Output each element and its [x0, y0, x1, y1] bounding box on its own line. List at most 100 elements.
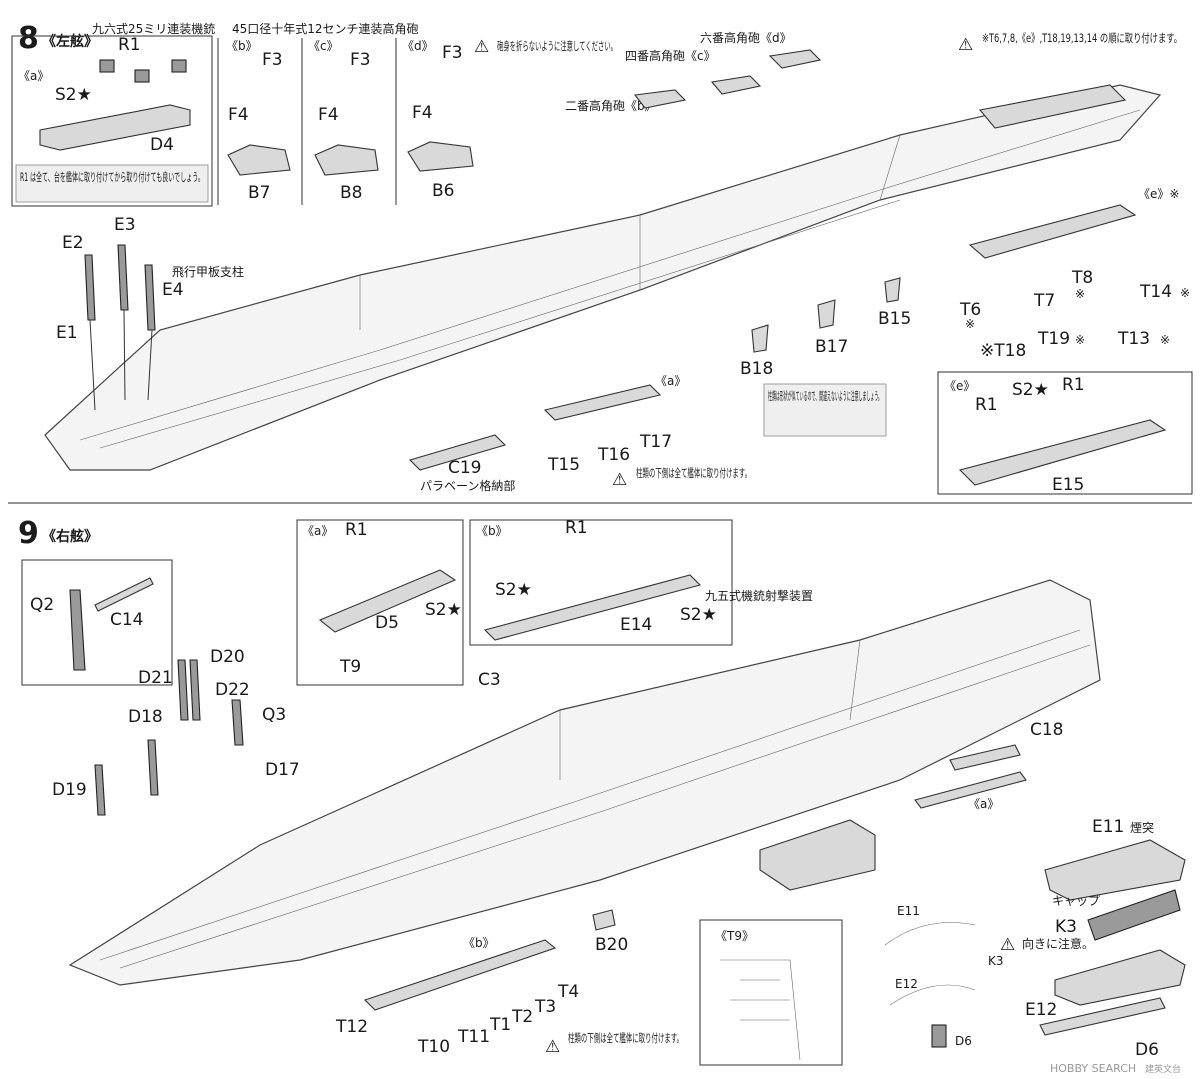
sub-e: 《e》: [944, 379, 975, 393]
mark: ※: [1075, 333, 1085, 347]
mark: ※: [1075, 287, 1085, 301]
sub-d: 《d》: [402, 39, 434, 53]
part-D6-small: D6: [955, 1034, 972, 1048]
sub-a: 《a》: [302, 524, 333, 538]
part-S2: S2★: [680, 605, 717, 625]
funnel-arc: [884, 922, 976, 946]
direction-note: 向きに注意。: [1022, 936, 1094, 951]
note-barrel: 砲身を折らないように注意してください。: [497, 39, 617, 53]
r1-shape: [134, 69, 150, 83]
part-T7: T7: [1033, 291, 1055, 311]
panel-t9: [699, 919, 843, 1066]
part-T16: T16: [597, 445, 630, 465]
note-pillar-bottom: 柱類の下側は全て艦体に取り付けます。: [636, 466, 751, 480]
part-Q2: Q2: [30, 595, 54, 615]
mast-shape: [94, 764, 106, 816]
part-C3: C3: [478, 670, 501, 690]
part-F4: F4: [228, 105, 249, 125]
part-T1: T1: [489, 1015, 511, 1035]
part-S2: S2★: [425, 600, 462, 620]
part-T6: T6: [959, 300, 981, 320]
side-label: 《左舷》: [42, 33, 98, 50]
note-pillar-bottom: 柱類の下側は全て艦体に取り付けます。: [568, 1031, 683, 1045]
mast-shape: [177, 659, 189, 721]
part-D20: D20: [210, 647, 245, 667]
part-E11-small: E11: [897, 904, 920, 918]
hull-line: [99, 199, 901, 449]
part-D21: D21: [138, 668, 173, 688]
part-K3-shape: [1087, 889, 1181, 941]
part-D4: D4: [150, 135, 174, 155]
warning-icon: ⚠: [958, 35, 973, 55]
part-B6: B6: [432, 181, 454, 201]
panel-q2: [21, 559, 173, 686]
step-number: 9: [18, 516, 39, 551]
part-T11: T11: [457, 1027, 490, 1047]
paravane-label: パラベーン格納部: [420, 478, 515, 493]
watermark-brand: HOBBY SEARCH: [1050, 1062, 1136, 1075]
part-T14: T14: [1139, 282, 1172, 302]
step-8: 8 《左舷》 九六式25ミリ連装機銃 《a》 R1 S2★ D4 R1 は全て、…: [8, 21, 1193, 504]
leader-line: [147, 329, 153, 401]
mast-shape: [189, 659, 201, 721]
warning-icon: ⚠: [612, 470, 627, 490]
ag-mount-shape: [768, 49, 822, 69]
r1-shape: [171, 59, 187, 73]
q2-shape: [69, 589, 86, 671]
hull-line: [79, 109, 1141, 441]
part-T15: T15: [547, 455, 580, 475]
part-R1: R1: [1062, 375, 1085, 395]
t9-title: 《T9》: [715, 929, 754, 943]
part-E15-shape: [958, 419, 1167, 486]
part-D22: D22: [215, 680, 250, 700]
sub-a: 《a》: [18, 69, 49, 83]
note-t-order: ※T6,7,8,《e》,T18,19,13,14 の順に取り付けます。: [982, 31, 1182, 45]
part-E4: E4: [162, 280, 184, 300]
hull-line: [119, 644, 1091, 969]
part-D5-shape: [318, 569, 457, 633]
sub-b: 《b》: [463, 936, 495, 950]
sub-a: 《a》: [968, 797, 999, 811]
part-T8: T8: [1071, 268, 1093, 288]
part-E11: E11: [1092, 817, 1124, 837]
mast-shape: [231, 699, 244, 746]
part-E2: E2: [62, 233, 84, 253]
pillar-label: 飛行甲板支柱: [172, 264, 244, 279]
hull-line: [559, 639, 861, 780]
watermark-corner: 建英文台: [1145, 1063, 1181, 1075]
part-B18: B18: [740, 359, 773, 379]
part-T4: T4: [557, 982, 579, 1002]
part-C14: C14: [110, 610, 144, 630]
panel-e: [937, 371, 1193, 495]
part-B15: B15: [878, 309, 911, 329]
mark: ※: [1180, 286, 1190, 300]
part-B8-shape: [314, 144, 379, 176]
panel-a: [11, 35, 213, 207]
part-F3: F3: [350, 50, 371, 70]
part-E12: E12: [1025, 1000, 1057, 1020]
r1-shape: [99, 59, 115, 73]
part-B20: B20: [595, 935, 628, 955]
ship-hull-starboard: [68, 579, 1101, 986]
part-S2: S2★: [1012, 380, 1049, 400]
part-D5: D5: [375, 613, 399, 633]
part-E3: E3: [114, 215, 136, 235]
sub-a: 《a》: [655, 374, 686, 388]
gun12-title: 45口径十年式12センチ連装高角砲: [232, 21, 419, 36]
part-T17: T17: [639, 432, 672, 452]
funnel-arc: [889, 984, 976, 1006]
b-part-shape: [363, 939, 557, 1011]
mast-shape: [147, 739, 159, 796]
funnel-label: 煙突: [1130, 820, 1154, 835]
cap-label: キャップ: [1052, 894, 1100, 908]
part-B18-shape: [751, 324, 769, 353]
part-R1: R1: [975, 395, 998, 415]
part-T9: T9: [339, 657, 361, 677]
leader-line: [89, 319, 96, 411]
leader-line: [123, 309, 126, 401]
part-E14: E14: [620, 615, 652, 635]
warning-icon: ⚠: [1000, 935, 1015, 955]
pillar-shape: [84, 254, 96, 321]
part-R1: R1: [118, 35, 141, 55]
